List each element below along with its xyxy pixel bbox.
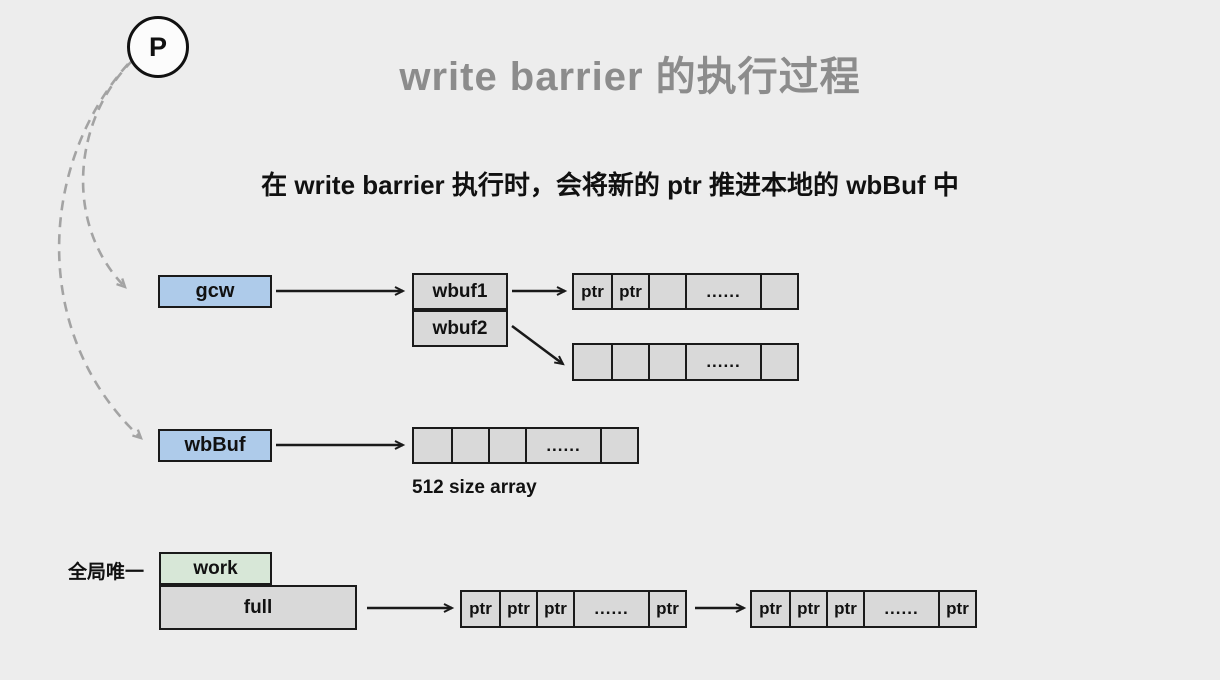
array-cell	[760, 345, 797, 379]
array-cell	[574, 345, 611, 379]
array-cell	[600, 429, 637, 462]
global-unique-label: 全局唯一	[68, 562, 145, 583]
wbuf1-node: wbuf1	[412, 273, 508, 310]
array-cell	[451, 429, 488, 462]
array-cell: ......	[685, 275, 760, 308]
array-cell	[648, 275, 685, 308]
page-title: write barrier 的执行过程	[399, 55, 861, 99]
array-cell: ptr	[789, 592, 826, 626]
array-cell: ptr	[826, 592, 863, 626]
array-cell	[760, 275, 797, 308]
wbuf2-array: ......	[572, 343, 799, 381]
page-subtitle: 在 write barrier 执行时，会将新的 ptr 推进本地的 wbBuf…	[261, 170, 959, 200]
work-node: work	[159, 552, 272, 585]
array-cell: ......	[525, 429, 600, 462]
array-cell: ptr	[536, 592, 573, 626]
p-to-wbbuf-dashed-arrow	[57, 63, 143, 440]
array-cell	[648, 345, 685, 379]
array-cell: ptr	[648, 592, 685, 626]
wbbuf-array: ......	[412, 427, 639, 464]
array-cell: ptr	[938, 592, 975, 626]
wbbuf-node: wbBuf	[158, 429, 272, 462]
array-cell	[414, 429, 451, 462]
array-cell: ptr	[752, 592, 789, 626]
array-cell: ......	[685, 345, 760, 379]
array-cell	[488, 429, 525, 462]
array-cell: ptr	[499, 592, 536, 626]
array-size-label: 512 size array	[412, 477, 537, 498]
full-node: full	[159, 585, 357, 630]
wbuf2-node: wbuf2	[412, 310, 508, 347]
array-cell: ptr	[611, 275, 648, 308]
array-cell: ptr	[574, 275, 611, 308]
wbuf2-to-array-arrow	[511, 324, 565, 366]
array-cell: ......	[573, 592, 648, 626]
processor-label: P	[148, 31, 167, 62]
array-cell: ptr	[462, 592, 499, 626]
processor-node: P	[127, 16, 189, 78]
array-cell: ......	[863, 592, 938, 626]
array-cell	[611, 345, 648, 379]
gcw-node: gcw	[158, 275, 272, 308]
